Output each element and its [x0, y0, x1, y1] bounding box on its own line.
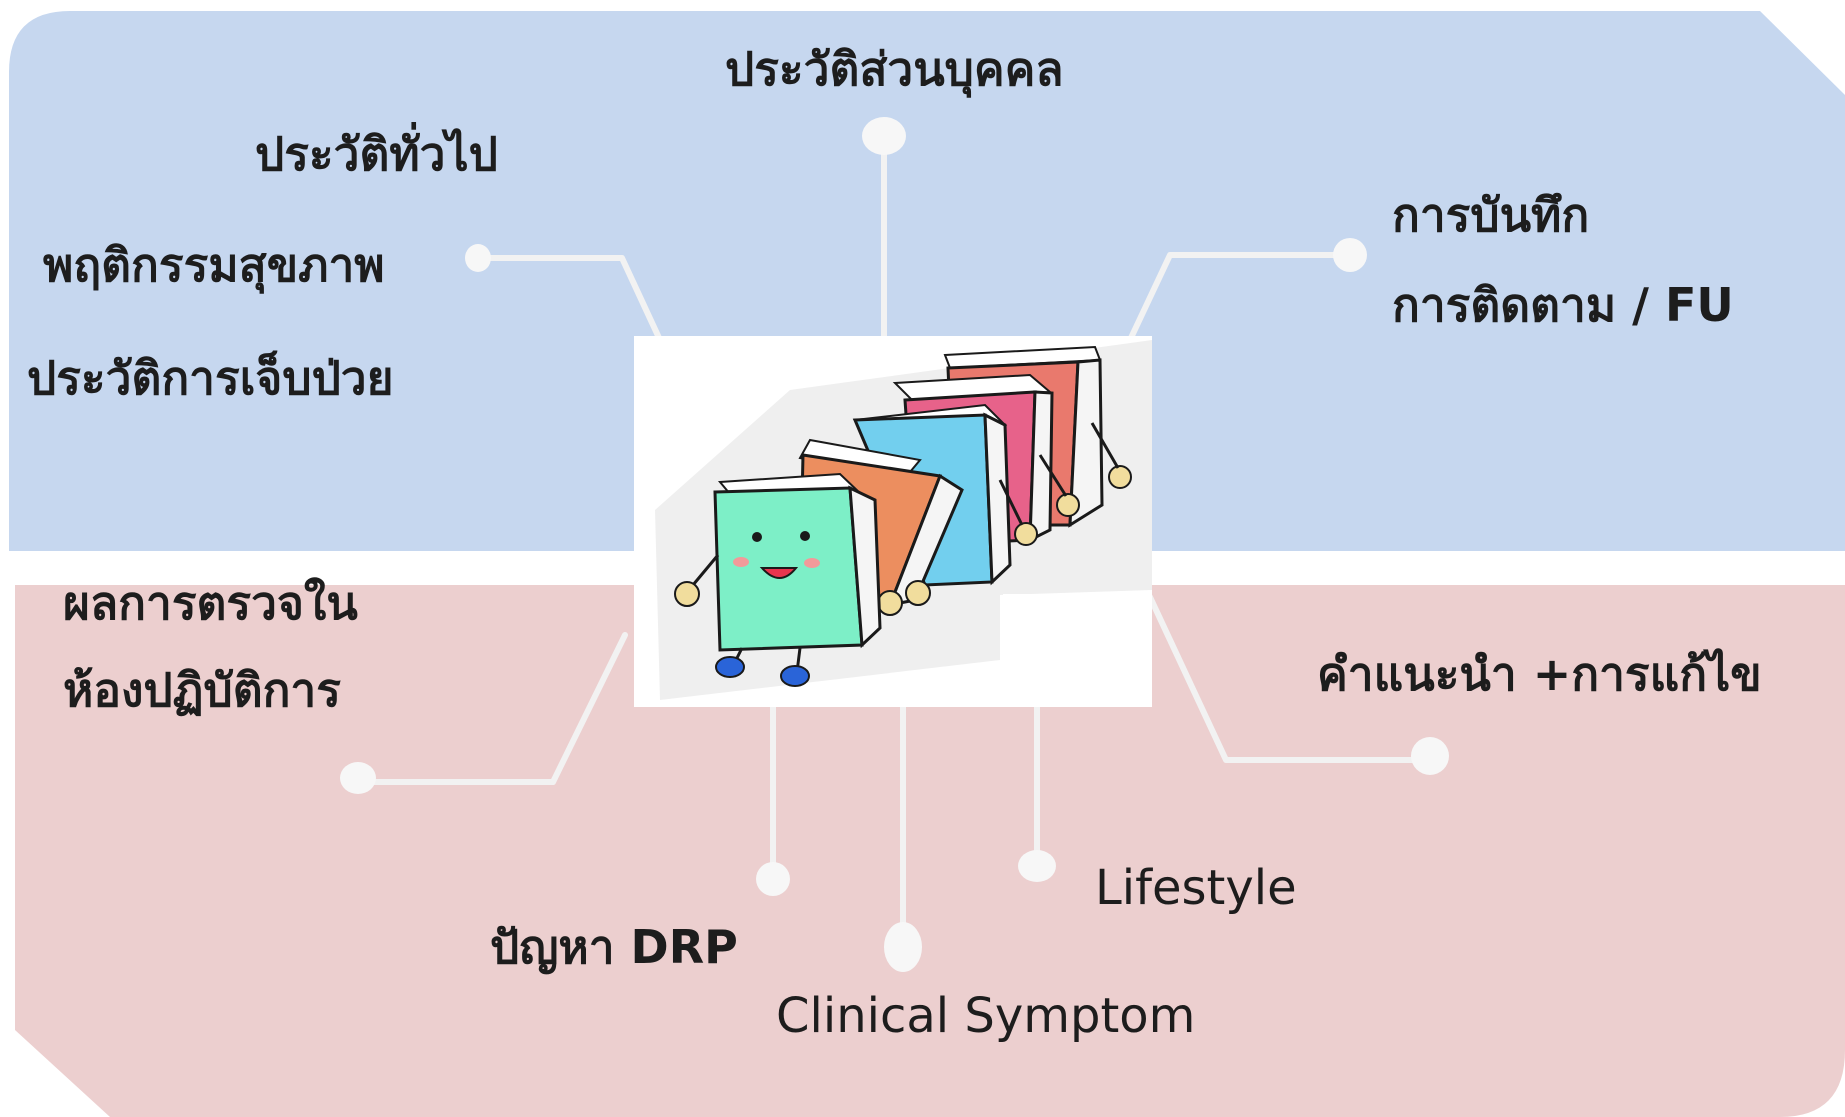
- node-dot-lab-results: [340, 762, 376, 794]
- node-dot-general-history: [465, 244, 491, 272]
- label-drp: ปัญหา DRP: [490, 920, 738, 975]
- node-dot-clinical-symptom: [884, 922, 922, 972]
- label-lab-results-line2: ห้องปฏิบัติการ: [63, 663, 341, 718]
- label-lab-results-line1: ผลการตรวจใน: [63, 576, 358, 631]
- label-general-history: ประวัติทั่วไป: [255, 127, 498, 182]
- label-follow-up: การติดตาม / FU: [1392, 278, 1734, 333]
- label-health-behavior: พฤติกรรมสุขภาพ: [43, 238, 385, 293]
- label-advice: คำแนะนำ +การแก้ไข: [1317, 647, 1762, 702]
- label-clinical-symptom: Clinical Symptom: [776, 988, 1195, 1046]
- node-dot-lifestyle: [1018, 850, 1056, 882]
- label-personal-history: ประวัติส่วนบุคคล: [725, 42, 1064, 97]
- node-dot-advice: [1411, 737, 1449, 775]
- node-dot-personal-history: [862, 117, 906, 155]
- node-dot-drp: [756, 862, 790, 896]
- label-illness-history: ประวัติการเจ็บป่วย: [27, 351, 394, 406]
- label-record: การบันทึก: [1392, 188, 1589, 243]
- label-lifestyle: Lifestyle: [1095, 860, 1297, 918]
- node-dot-record: [1333, 238, 1367, 272]
